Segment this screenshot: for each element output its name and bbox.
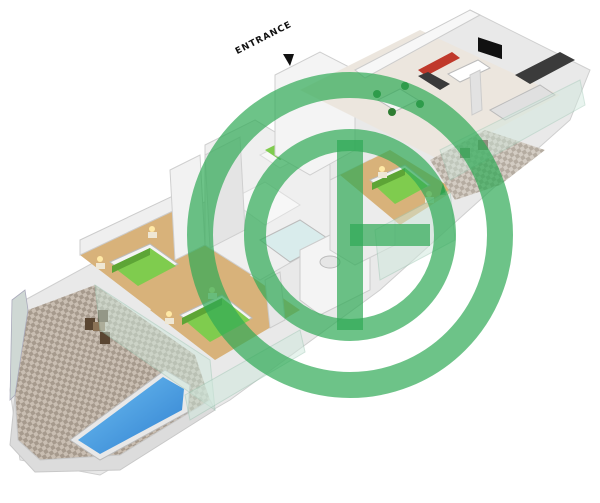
entrance-arrow-icon [283,54,294,66]
watermark-logo [187,72,513,398]
